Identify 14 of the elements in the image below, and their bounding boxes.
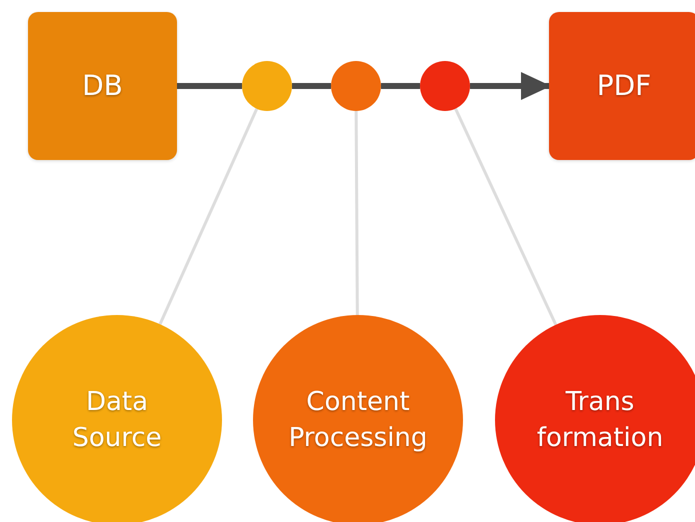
format-box [28, 12, 177, 160]
leader-line [354, 110, 359, 315]
leader-line [158, 108, 258, 325]
node-label: Content Processing [288, 386, 428, 455]
step-dot [420, 61, 470, 111]
step-dot [331, 61, 381, 111]
format-box [549, 12, 695, 160]
node-label: Data Source [71, 386, 163, 455]
node-label: Trans formation [536, 386, 664, 455]
leader-line [454, 108, 558, 326]
node-label: DB [82, 68, 123, 104]
step-dot [242, 61, 292, 111]
arrow [470, 72, 551, 100]
node-label: PDF [596, 68, 652, 104]
